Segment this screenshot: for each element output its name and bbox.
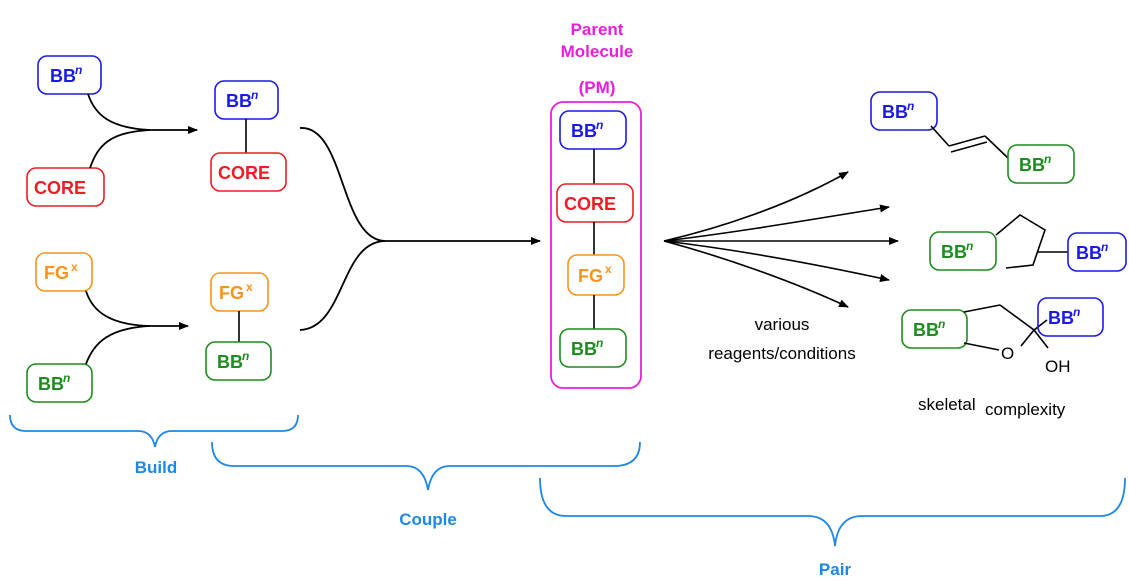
pm-fg-orange: FG x [567, 254, 625, 296]
svg-text:CORE: CORE [564, 194, 616, 214]
pm-bb-green: BB n [559, 328, 627, 368]
couple-curve-top [299, 127, 386, 242]
pm-core-red: CORE [556, 183, 634, 223]
pm-bb-blue: BB n [559, 110, 627, 150]
pm-title-line3: (PM) [579, 78, 616, 97]
svg-text:n: n [242, 349, 249, 363]
fg-orange-start: FG x [35, 252, 93, 292]
svg-text:x: x [71, 260, 78, 274]
svg-text:BB: BB [226, 91, 252, 111]
svg-text:n: n [596, 336, 603, 350]
bb-blue-product: BB n [214, 80, 279, 120]
svg-text:CORE: CORE [34, 178, 86, 198]
svg-text:n: n [1101, 240, 1108, 254]
svg-text:n: n [596, 118, 603, 132]
bb-green-product: BB n [205, 341, 272, 381]
pm-title-line2: Molecule [561, 42, 634, 61]
svg-text:BB: BB [882, 102, 908, 122]
conditions-line1: various [755, 315, 810, 334]
skeletal-label: skeletal [918, 395, 976, 414]
couple-curve-bottom [299, 240, 386, 331]
svg-text:BB: BB [1019, 155, 1045, 175]
merge-curve-bottom-b [85, 322, 189, 365]
svg-text:n: n [907, 99, 914, 113]
complexity-label: complexity [985, 400, 1066, 419]
pair-fan-arrows [663, 171, 899, 308]
svg-text:n: n [63, 371, 70, 385]
svg-text:n: n [966, 239, 973, 253]
merge-curve-top-a [87, 93, 151, 131]
svg-text:n: n [1044, 152, 1051, 166]
build-brace [9, 414, 299, 448]
product-cyclopentane: BB n BB n [929, 214, 1127, 272]
couple-label: Couple [399, 510, 457, 529]
hydroxyl-label: OH [1045, 357, 1071, 376]
svg-text:BB: BB [913, 320, 939, 340]
svg-text:n: n [251, 88, 258, 102]
svg-text:FG: FG [44, 263, 69, 283]
pm-title-line1: Parent [571, 20, 624, 39]
fg-orange-product: FG x [210, 272, 269, 312]
svg-text:BB: BB [1048, 308, 1074, 328]
svg-text:BB: BB [1076, 243, 1102, 263]
pair-label: Pair [819, 560, 852, 579]
svg-text:CORE: CORE [218, 163, 270, 183]
svg-text:BB: BB [217, 352, 243, 372]
svg-text:BB: BB [50, 66, 76, 86]
svg-text:FG: FG [578, 266, 603, 286]
bb-green-start: BB n [26, 363, 93, 403]
oxygen-label: O [1001, 344, 1014, 363]
pm-frame [550, 101, 642, 389]
svg-text:n: n [938, 317, 945, 331]
svg-text:BB: BB [941, 242, 967, 262]
product-alkene: BB n BB n [870, 91, 1075, 184]
svg-text:x: x [605, 262, 612, 276]
conditions-line2: reagents/conditions [708, 344, 855, 363]
product-oxolane: BB n O OH BB n [901, 297, 1104, 376]
svg-text:BB: BB [571, 121, 597, 141]
bb-blue-start: BB n [37, 55, 102, 95]
merge-curve-top-b [89, 126, 198, 169]
svg-text:n: n [1073, 305, 1080, 319]
svg-text:BB: BB [571, 339, 597, 359]
build-label: Build [135, 458, 178, 477]
svg-text:BB: BB [38, 374, 64, 394]
core-red-start: CORE [26, 167, 105, 207]
svg-text:FG: FG [219, 283, 244, 303]
core-red-product: CORE [210, 152, 287, 192]
svg-text:x: x [246, 280, 253, 294]
pair-brace [539, 477, 1126, 547]
svg-text:n: n [75, 63, 82, 77]
merge-curve-bottom-a [85, 290, 151, 327]
couple-brace [211, 441, 641, 491]
